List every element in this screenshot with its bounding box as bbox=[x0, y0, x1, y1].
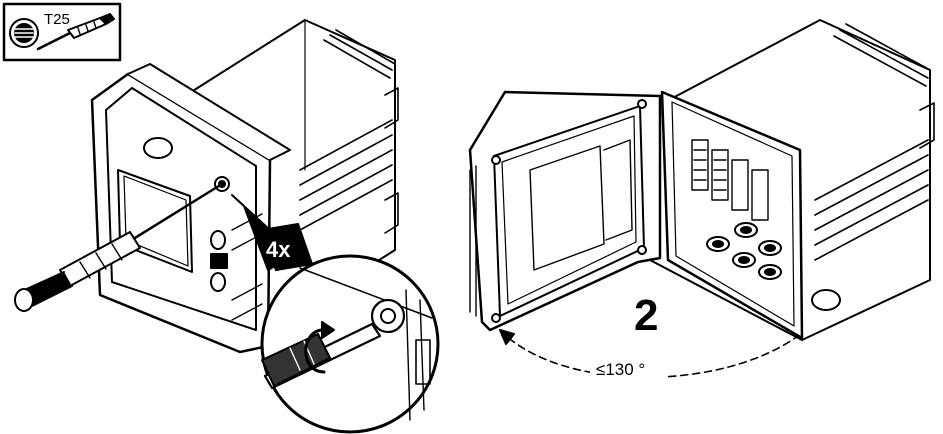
tool-size-label: T25 bbox=[44, 11, 70, 28]
step-2-number: 2 bbox=[634, 291, 658, 340]
torx-bit-icon bbox=[9, 18, 39, 48]
screwdriver-icon bbox=[36, 13, 115, 51]
detail-magnifier bbox=[260, 254, 440, 434]
screw-count-label: 4x bbox=[266, 237, 291, 262]
device-open bbox=[468, 19, 935, 341]
count-callout: 4x bbox=[231, 194, 313, 271]
opening-angle-label: ≤130 ° bbox=[596, 360, 645, 379]
keypad bbox=[210, 230, 228, 292]
cooling-fins-2 bbox=[814, 23, 935, 261]
tool-box: T25 bbox=[2, 2, 122, 62]
cable-glands bbox=[706, 222, 841, 311]
terminal-blocks bbox=[691, 139, 769, 221]
cooling-fins bbox=[299, 29, 399, 234]
opening-angle-arc: ≤130 ° bbox=[499, 329, 799, 380]
screwdriver bbox=[14, 182, 224, 312]
